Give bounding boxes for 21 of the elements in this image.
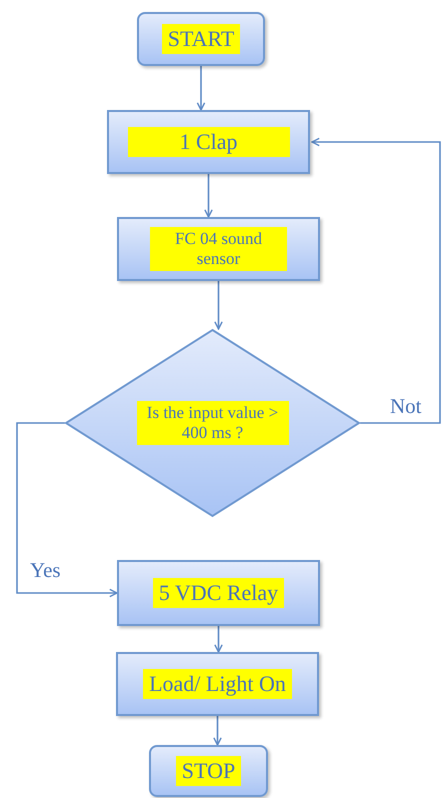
arrow [16,422,118,598]
decision-diamond [65,329,360,517]
process-box [107,110,310,174]
arrow [213,716,222,746]
node-label: 5 VDC Relay [152,578,284,608]
process-box [117,217,320,281]
node-label: START [162,24,240,54]
terminal-box [149,745,268,797]
arrow [214,281,223,330]
node-label: 1 Clap [128,126,290,158]
process-box [116,652,319,716]
node-label: Load/ Light On [143,668,292,700]
arrow [196,66,206,111]
node-label: FC 04 sound sensor [150,226,287,272]
arrow [214,626,223,653]
arrow [204,174,213,218]
node-label: STOP [176,756,242,786]
arrow [311,138,441,424]
node-label: Is the input value > 400 ms ? [136,400,288,446]
terminal-box [137,12,265,66]
process-box [117,560,320,626]
